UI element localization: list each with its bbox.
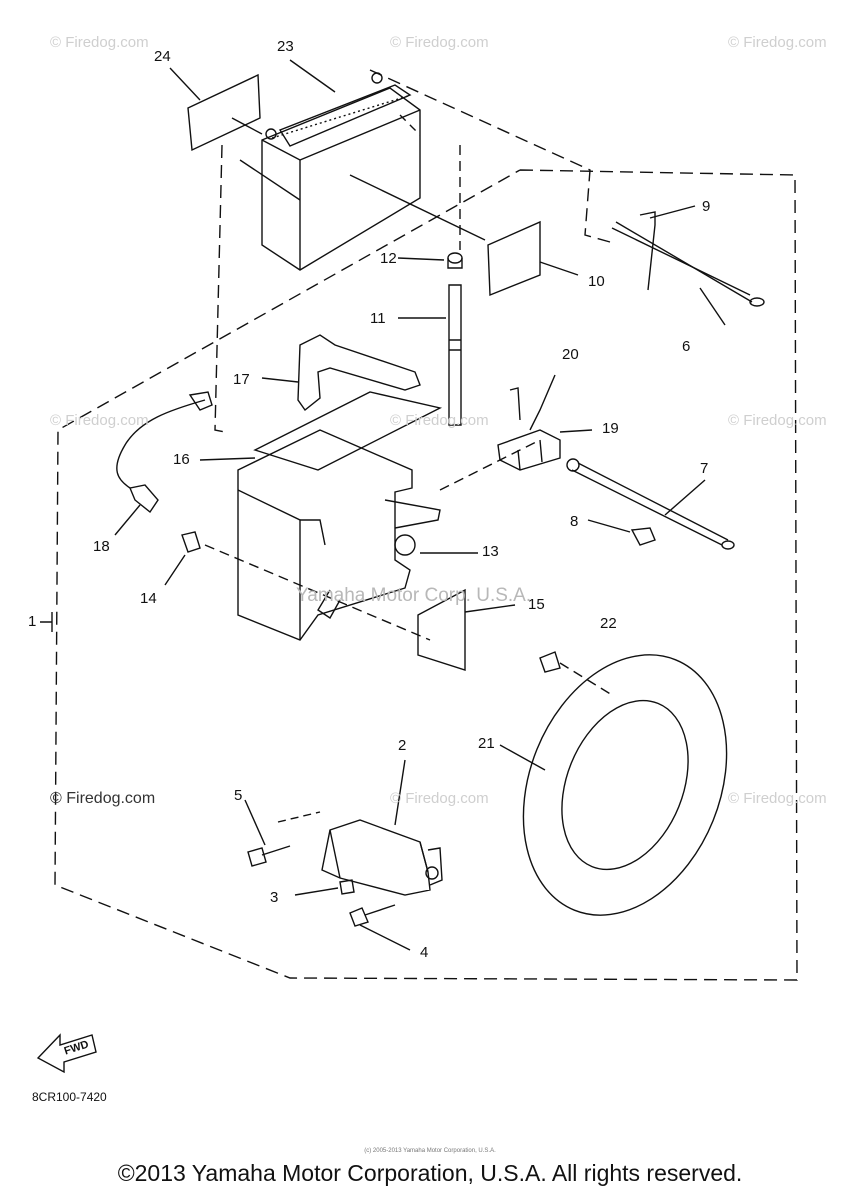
part-21-disc xyxy=(522,654,728,916)
diagram-code: 8CR100-7420 xyxy=(32,1090,107,1104)
callout-22: 22 xyxy=(600,615,617,632)
callout-13: 13 xyxy=(482,543,499,560)
callout-1: 1 xyxy=(28,613,37,630)
part-2-starter-motor xyxy=(321,819,431,896)
callout-24: 24 xyxy=(154,48,171,65)
watermark-5: © Firedog.com xyxy=(390,412,489,429)
callout-14: 14 xyxy=(140,590,157,607)
callout-4: 4 xyxy=(420,944,429,961)
callout-18: 18 xyxy=(93,538,110,555)
callout-16: 16 xyxy=(173,451,190,468)
part-15-plate xyxy=(417,588,466,671)
callout-6: 6 xyxy=(682,338,691,355)
part-24-label xyxy=(187,73,261,152)
watermark-1: © Firedog.com xyxy=(50,34,149,51)
callout-5: 5 xyxy=(234,787,243,804)
callout-11: 11 xyxy=(370,310,386,327)
callout-23: 23 xyxy=(277,38,294,55)
callout-21: 21 xyxy=(478,735,495,752)
ghost-watermark-text: Yamaha Motor Corp. U.S.A. xyxy=(296,585,532,606)
part-17-band xyxy=(297,334,421,412)
assembly-boundary xyxy=(54,169,798,981)
watermark-3: © Firedog.com xyxy=(728,34,827,51)
fwd-arrow xyxy=(36,1033,97,1074)
watermark-8: © Firedog.com xyxy=(728,790,827,807)
callout-9: 9 xyxy=(702,198,711,215)
watermark-6: © Firedog.com xyxy=(728,412,827,429)
part-16-sheet xyxy=(253,391,443,471)
callout-3: 3 xyxy=(270,889,279,906)
callout-12: 12 xyxy=(380,250,397,267)
tiny-copyright: (c) 2005-2013 Yamaha Motor Corporation, … xyxy=(364,1148,496,1154)
callout-19: 19 xyxy=(602,420,619,437)
callout-17: 17 xyxy=(233,371,250,388)
part-13-case xyxy=(237,429,413,641)
callout-8: 8 xyxy=(570,513,579,530)
copyright-notice: ©2013 Yamaha Motor Corporation, U.S.A. A… xyxy=(117,1160,743,1186)
part-19-relay xyxy=(497,429,561,471)
watermark-4: © Firedog.com xyxy=(50,412,149,429)
part-18-lead xyxy=(116,399,206,514)
callout-2: 2 xyxy=(398,737,407,754)
callout-7: 7 xyxy=(700,460,709,477)
watermark-7: © Firedog.com xyxy=(390,790,489,807)
part-10-pad xyxy=(487,220,541,297)
part-23-battery xyxy=(261,87,421,271)
callout-10: 10 xyxy=(588,273,605,290)
callout-20: 20 xyxy=(562,346,579,363)
watermark-dark: © Firedog.com xyxy=(50,790,156,807)
watermark-2: © Firedog.com xyxy=(390,34,489,51)
callout-15: 15 xyxy=(528,596,545,613)
